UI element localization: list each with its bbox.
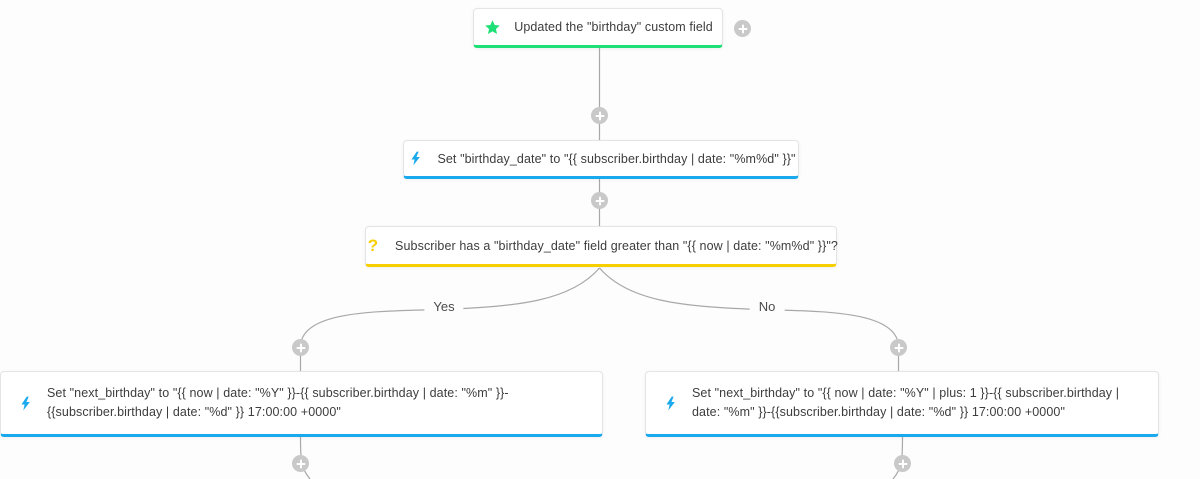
branch-label-yes: Yes [424, 299, 464, 315]
branch-label-no: No [749, 299, 785, 315]
add-step-button-1[interactable] [591, 107, 608, 124]
bolt-icon [661, 394, 679, 412]
action-node-yes-branch[interactable]: Set "next_birthday" to "{{ now | date: "… [0, 371, 603, 437]
condition-node[interactable]: ? Subscriber has a "birthday_date" field… [365, 226, 838, 267]
add-step-button-2[interactable] [591, 192, 608, 209]
star-icon [483, 18, 501, 36]
add-step-button-yes[interactable] [292, 339, 309, 356]
node-label: Set "next_birthday" to "{{ now | date: "… [47, 386, 509, 419]
action-node-no-branch[interactable]: Set "next_birthday" to "{{ now | date: "… [645, 371, 1159, 437]
node-label: Updated the "birthday" custom field [514, 20, 713, 34]
question-icon: ? [367, 235, 379, 255]
bolt-icon [16, 394, 34, 412]
node-label: Subscriber has a "birthday_date" field g… [395, 238, 838, 253]
add-step-button-yes-end[interactable] [292, 455, 309, 472]
add-trigger-button[interactable] [734, 20, 751, 37]
add-step-button-no[interactable] [890, 339, 907, 356]
bolt-icon [406, 150, 424, 168]
add-step-button-no-end[interactable] [894, 455, 911, 472]
node-label: Set "next_birthday" to "{{ now | date: "… [692, 386, 1120, 419]
node-label: Set "birthday_date" to "{{ subscriber.bi… [437, 151, 796, 166]
action-node-set-birthday-date[interactable]: Set "birthday_date" to "{{ subscriber.bi… [403, 140, 799, 179]
trigger-node[interactable]: Updated the "birthday" custom field [473, 8, 723, 48]
